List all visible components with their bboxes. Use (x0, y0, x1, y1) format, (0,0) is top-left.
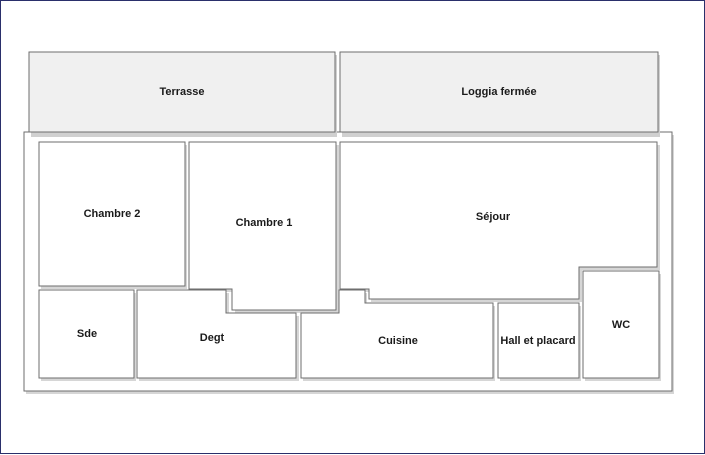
label-chambre1: Chambre 1 (236, 217, 293, 229)
room-wc-group (582, 270, 661, 381)
room-cuisine-group (300, 289, 495, 381)
room-sde (38, 289, 135, 379)
room-chambre1 (188, 141, 337, 311)
label-wc: WC (612, 319, 630, 331)
room-chambre1-group (188, 141, 339, 313)
room-terrasse (28, 51, 336, 133)
room-hall-group (497, 302, 581, 381)
room-sejour-group (339, 141, 660, 302)
room-hall (497, 302, 580, 379)
room-loggia (339, 51, 659, 133)
room-degt (136, 289, 297, 379)
label-sde: Sde (77, 328, 97, 340)
room-sejour (339, 141, 658, 300)
label-degt: Degt (200, 332, 225, 344)
room-cuisine (300, 289, 494, 379)
label-hall: Hall et placard (500, 335, 575, 347)
room-chambre2 (38, 141, 186, 287)
label-loggia: Loggia fermée (461, 86, 536, 98)
label-terrasse: Terrasse (159, 86, 204, 98)
label-chambre2: Chambre 2 (84, 208, 141, 220)
label-sejour: Séjour (476, 211, 511, 223)
room-sde-group (38, 289, 136, 381)
room-chambre2-group (38, 141, 187, 289)
room-degt-group (136, 289, 299, 381)
label-cuisine: Cuisine (378, 335, 418, 347)
room-wc (582, 270, 660, 379)
